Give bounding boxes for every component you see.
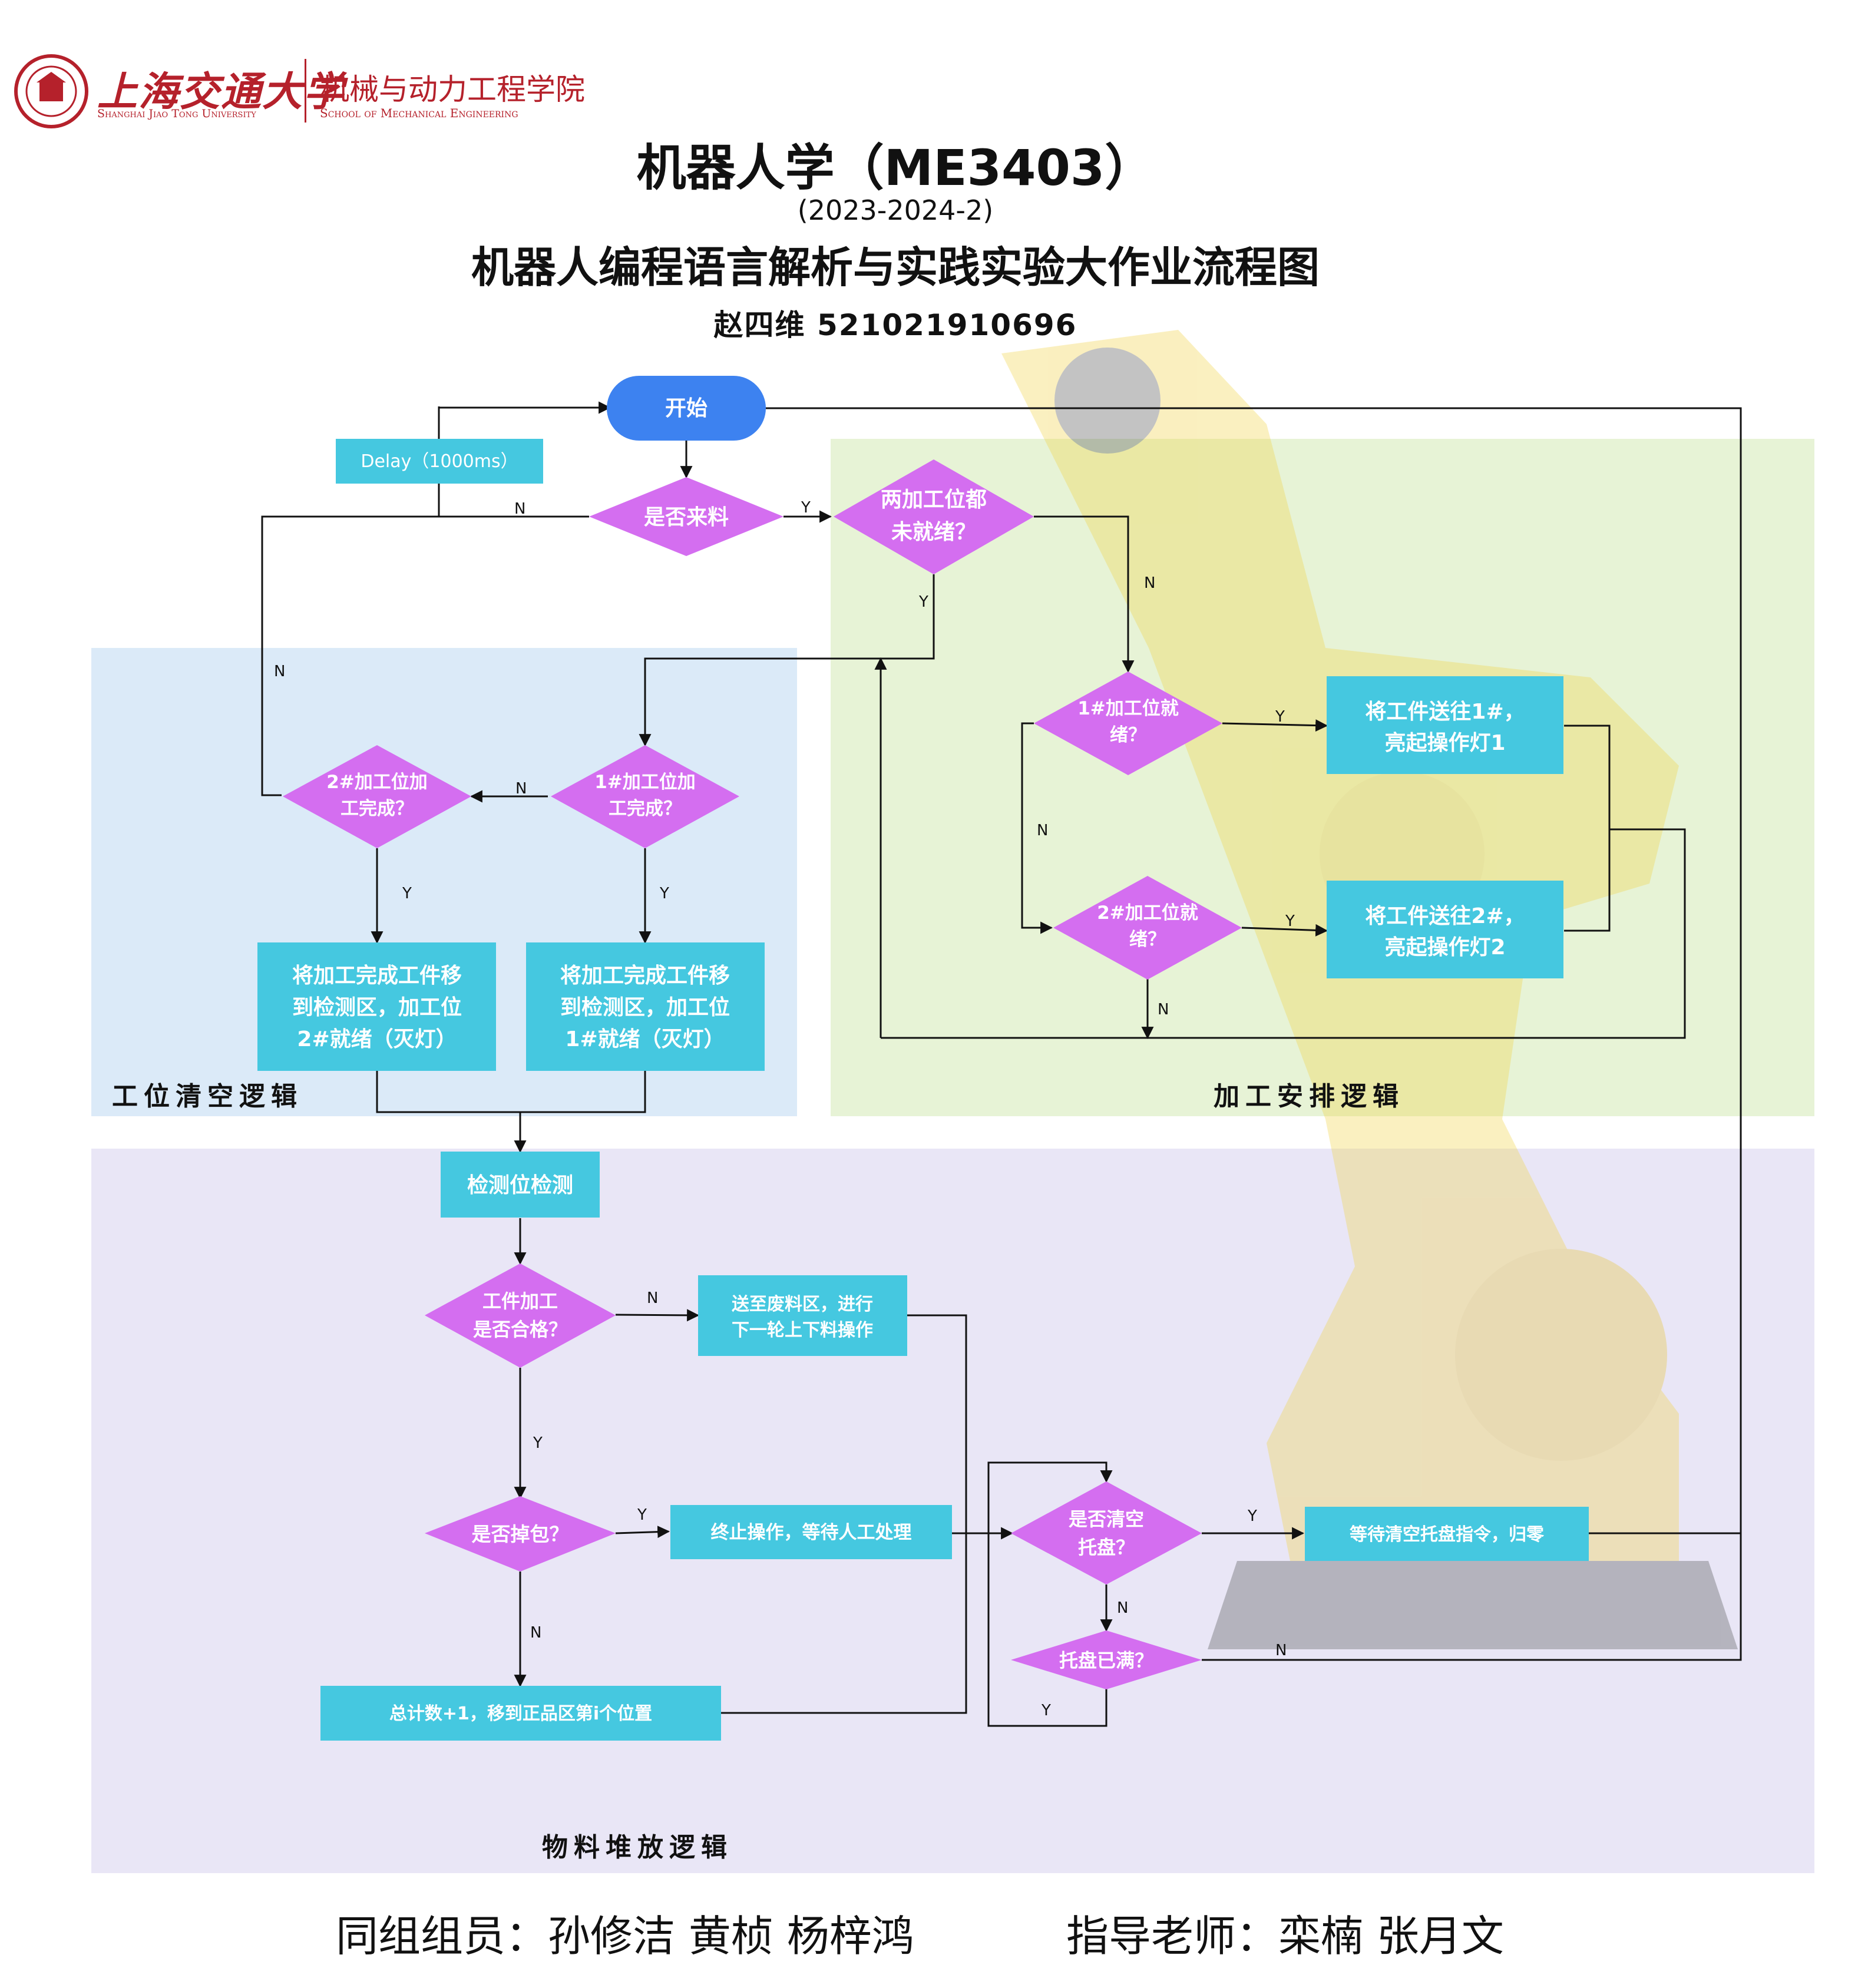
delay-box xyxy=(336,439,543,484)
region-label-clear: 工位清空逻辑 xyxy=(112,1081,303,1112)
edge-label-y: Y xyxy=(533,1434,543,1452)
count-label: 总计数+1，移到正品区第i个位置 xyxy=(389,1703,652,1724)
delay-label: Delay（1000ms） xyxy=(361,451,518,472)
station1-done-line2: 工完成？ xyxy=(609,798,682,819)
move2-line1: 将加工完成工件移 xyxy=(292,964,462,988)
edge-label-y: Y xyxy=(1285,912,1295,930)
assignment-title: 机器人编程语言解析与实践实验大作业流程图 xyxy=(471,243,1320,292)
author-line: 赵四维 521021910696 xyxy=(713,308,1077,342)
send2-line1: 将工件送往2#， xyxy=(1365,904,1525,928)
dropped-label: 是否掉包？ xyxy=(472,1523,569,1546)
station1-done-line1: 1#加工位加 xyxy=(594,772,696,793)
decision-qualified xyxy=(425,1263,616,1368)
scrap-box xyxy=(698,1275,907,1356)
decision-clear-tray xyxy=(1011,1481,1202,1585)
inspection-box xyxy=(441,1152,600,1218)
course-title: 机器人学（ME3403） xyxy=(636,139,1155,197)
decision-station1-done xyxy=(551,745,739,848)
inspection-label: 检测位检测 xyxy=(467,1173,573,1198)
clear-tray-line1: 是否清空 xyxy=(1069,1508,1144,1530)
send1-line1: 将工件送往1#， xyxy=(1365,700,1525,724)
move1-line2: 到检测区，加工位 xyxy=(560,995,730,1020)
tray-full-label: 托盘已满？ xyxy=(1059,1649,1153,1672)
decision-station2-done xyxy=(283,745,471,848)
decision-material-arrived xyxy=(589,477,783,556)
send-to-station1-box xyxy=(1327,676,1563,774)
edge-label-y: Y xyxy=(1247,1507,1257,1525)
wait-clear-label: 等待清空托盘指令，归零 xyxy=(1350,1524,1545,1545)
edge-label-y: Y xyxy=(402,885,412,902)
edge-label-n: N xyxy=(1158,1001,1169,1018)
advisors: 指导老师：栾楠 张月文 xyxy=(1066,1911,1504,1961)
edge-label-n: N xyxy=(1275,1642,1287,1659)
university-name-en: Shanghai Jiao Tong University xyxy=(97,107,256,120)
move1-line3: 1#就绪（灭灯） xyxy=(565,1027,725,1051)
edge-label-y: Y xyxy=(659,885,669,902)
station2-done-line1: 2#加工位加 xyxy=(326,772,428,793)
clear-tray-line2: 托盘？ xyxy=(1078,1536,1135,1559)
decision-tray-full xyxy=(1011,1630,1202,1689)
send-to-station2-box xyxy=(1327,881,1563,978)
both-not-ready-line1: 两加工位都 xyxy=(881,488,987,512)
stop-label: 终止操作，等待人工处理 xyxy=(711,1522,912,1543)
decision-station1-ready xyxy=(1034,672,1222,775)
edge-label-y: Y xyxy=(1275,708,1285,726)
edge-label-n: N xyxy=(1117,1599,1128,1617)
edge-label-y: Y xyxy=(801,499,811,517)
move-from-station2-box xyxy=(257,942,496,1071)
region-process-arrange xyxy=(831,439,1814,1116)
term-label: (2023-2024-2) xyxy=(797,194,994,226)
start-terminal xyxy=(607,376,766,441)
station2-ready-line2: 绪？ xyxy=(1129,929,1166,950)
station2-ready-line1: 2#加工位就 xyxy=(1097,902,1198,924)
start-label: 开始 xyxy=(665,396,708,421)
move1-line1: 将加工完成工件移 xyxy=(560,964,730,988)
school-name-cn: 机械与动力工程学院 xyxy=(320,72,585,107)
scrap-line2: 下一轮上下料操作 xyxy=(732,1320,873,1341)
qualified-line1: 工件加工 xyxy=(482,1290,558,1312)
school-name-en: School of Mechanical Engineering xyxy=(320,106,518,120)
scrap-line1: 送至废料区，进行 xyxy=(732,1294,873,1315)
qualified-line2: 是否合格？ xyxy=(473,1318,567,1341)
region-label-stack: 物料堆放逻辑 xyxy=(542,1832,733,1863)
decision-material-arrived-label: 是否来料 xyxy=(644,505,729,530)
decision-both-not-ready xyxy=(834,459,1034,574)
header-divider xyxy=(305,59,306,123)
station1-ready-line2: 绪？ xyxy=(1110,725,1146,746)
wait-clear-box xyxy=(1305,1507,1589,1561)
stop-box xyxy=(670,1505,952,1559)
connector-lines xyxy=(261,401,1742,1727)
edge-label-y: Y xyxy=(918,593,928,611)
count-box xyxy=(320,1686,721,1741)
edge-label-n: N xyxy=(530,1624,541,1642)
university-name-cn: 上海交通大学 xyxy=(97,68,345,115)
edge-label-n: N xyxy=(514,500,525,518)
edge-label-y: Y xyxy=(637,1506,647,1524)
station1-ready-line1: 1#加工位就 xyxy=(1077,698,1179,719)
university-seal-logo xyxy=(14,54,88,128)
decision-station2-ready xyxy=(1053,876,1242,980)
edge-label-n: N xyxy=(515,780,527,798)
region-label-arrange: 加工安排逻辑 xyxy=(1214,1081,1404,1112)
move2-line3: 2#就绪（灭灯） xyxy=(297,1027,457,1051)
both-not-ready-line2: 未就绪？ xyxy=(891,520,976,544)
edge-label-y: Y xyxy=(1041,1702,1051,1719)
decision-dropped xyxy=(425,1496,616,1572)
send2-line2: 亮起操作灯2 xyxy=(1384,935,1505,960)
edge-label-n: N xyxy=(1037,822,1048,839)
move-from-station1-box xyxy=(526,942,765,1071)
edge-label-n: N xyxy=(274,663,285,680)
move2-line2: 到检测区，加工位 xyxy=(292,995,462,1020)
station2-done-line2: 工完成？ xyxy=(340,798,414,819)
send1-line2: 亮起操作灯1 xyxy=(1384,731,1505,755)
edge-label-n: N xyxy=(1144,574,1155,592)
team-members: 同组组员：孙修洁 黄桢 杨梓鸿 xyxy=(336,1911,914,1961)
edge-label-n: N xyxy=(647,1289,658,1307)
